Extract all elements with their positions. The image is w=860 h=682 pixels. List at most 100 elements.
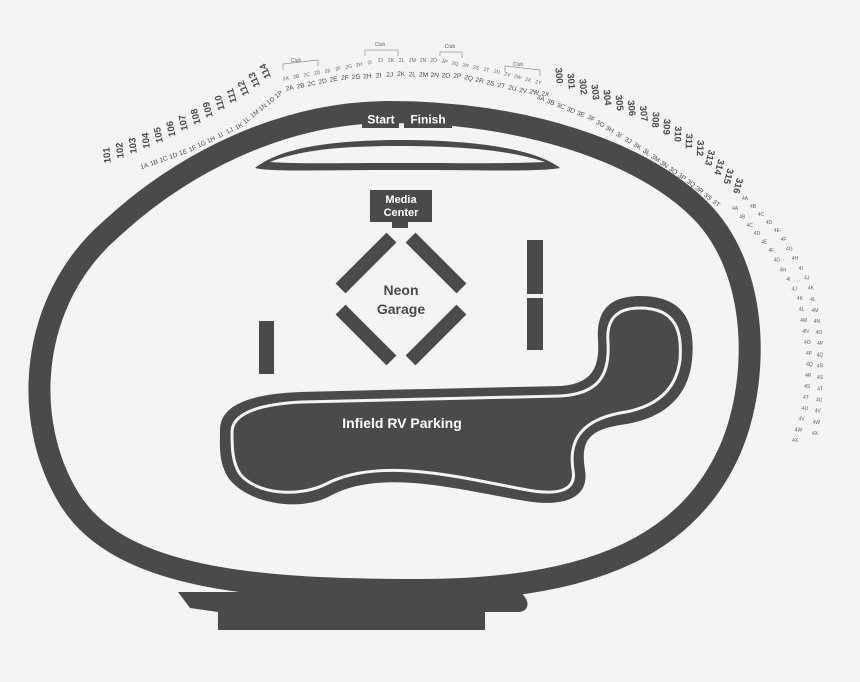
seat-section-2b-row2[interactable]: 2B [296, 82, 305, 90]
seat-section-2o-row2[interactable]: 2O [442, 72, 451, 79]
seat-section-2b-row2u[interactable]: 2B [293, 73, 301, 80]
seat-section-4n-outer[interactable]: 4N [814, 319, 821, 325]
seat-section-3s-row3[interactable]: 3S [702, 192, 713, 203]
seat-section-3j-row3[interactable]: 3J [623, 136, 632, 146]
seat-section-2l-row2[interactable]: 2L [409, 71, 417, 78]
seat-section-314-outer[interactable]: 314 [711, 158, 726, 177]
seat-section-2l-row2u[interactable]: 2L [399, 58, 405, 64]
seat-section-4a-outer[interactable]: 4A [742, 196, 749, 202]
seat-section-4l-outer[interactable]: 4L [810, 297, 816, 303]
seat-section-2a-row2[interactable]: 2A [285, 84, 295, 93]
seat-section-2m-row2[interactable]: 2M [419, 72, 428, 79]
seat-section-2n-row2[interactable]: 2N [430, 72, 439, 79]
seat-section-2d-row2u[interactable]: 2D [314, 70, 322, 77]
seat-section-4e-inner[interactable]: 4E [761, 240, 768, 246]
seat-section-2i-row2u[interactable]: 2I [367, 60, 372, 67]
seat-section-4w-outer[interactable]: 4W [813, 420, 821, 426]
seat-section-4c-outer[interactable]: 4C [758, 212, 765, 218]
seat-section-2f-row2[interactable]: 2F [341, 74, 349, 81]
seat-section-2c-row2[interactable]: 2C [307, 80, 317, 89]
seat-section-3a-row3[interactable]: 3A [536, 94, 547, 104]
seat-section-4t-inner[interactable]: 4T [803, 395, 809, 401]
seat-section-1m-lower[interactable]: 1M [249, 109, 260, 120]
seat-section-108-outer[interactable]: 108 [189, 107, 204, 125]
seat-section-1l-lower[interactable]: 1L [242, 115, 252, 125]
seat-section-4u-outer[interactable]: 4U [816, 398, 823, 404]
seat-section-1d-lower[interactable]: 1D [169, 151, 179, 160]
seat-section-4i-outer[interactable]: 4I [799, 266, 803, 272]
seat-section-1c-lower[interactable]: 1C [159, 155, 169, 164]
seat-section-109-outer[interactable]: 109 [201, 100, 216, 118]
infield-rv-parking[interactable] [219, 296, 693, 505]
seat-section-2r-row2[interactable]: 2R [475, 77, 485, 86]
seat-section-2v-row2u[interactable]: 2V [504, 71, 512, 79]
seat-section-4x-inner[interactable]: 4X [792, 438, 799, 444]
seat-section-103-outer[interactable]: 103 [127, 137, 139, 154]
seat-section-2j-row2[interactable]: 2J [386, 71, 393, 78]
seat-section-4b-inner[interactable]: 4B [739, 214, 746, 220]
seat-section-1o-lower[interactable]: 1O [265, 96, 276, 107]
seat-section-3l-row3[interactable]: 3L [641, 148, 651, 158]
seat-section-4m-outer[interactable]: 4M [811, 308, 818, 314]
seat-section-2h-row2[interactable]: 2H [363, 73, 372, 81]
seat-section-4d-inner[interactable]: 4D [754, 231, 761, 237]
seat-section-4v-inner[interactable]: 4V [799, 417, 806, 423]
seat-section-2w-row2[interactable]: 2W [529, 88, 541, 97]
seat-section-309-outer[interactable]: 309 [660, 119, 672, 135]
seat-section-2q-row2u[interactable]: 2Q [451, 60, 459, 67]
seat-section-301-outer[interactable]: 301 [564, 73, 577, 91]
seat-section-3f-row3[interactable]: 3F [586, 114, 596, 124]
seat-section-3i-row3[interactable]: 3I [615, 131, 623, 140]
seat-section-102-outer[interactable]: 102 [114, 142, 126, 159]
seat-section-2p-row2u[interactable]: 2P [441, 58, 449, 65]
seat-section-4q-outer[interactable]: 4Q [817, 353, 824, 359]
seat-section-4b-outer[interactable]: 4B [750, 204, 757, 210]
seat-section-4j-outer[interactable]: 4J [804, 276, 810, 282]
seat-section-2e-row2u[interactable]: 2E [324, 68, 332, 75]
seat-section-2p-row2[interactable]: 2P [453, 73, 461, 80]
seat-section-4a-inner[interactable]: 4A [732, 206, 739, 212]
seat-section-308-outer[interactable]: 308 [649, 112, 661, 128]
seat-section-305-outer[interactable]: 305 [612, 94, 625, 112]
seat-section-311-outer[interactable]: 311 [683, 133, 695, 150]
seat-section-4q-inner[interactable]: 4Q [806, 362, 813, 368]
seat-section-4f-inner[interactable]: 4F [768, 248, 774, 254]
seat-section-106-outer[interactable]: 106 [165, 120, 179, 138]
seat-section-107-outer[interactable]: 107 [177, 114, 191, 132]
seat-section-2x-row2[interactable]: 2X [541, 90, 551, 98]
seat-section-3p-row3[interactable]: 3P [676, 172, 687, 182]
seat-section-2g-row2[interactable]: 2G [352, 74, 361, 82]
seat-section-4r-outer[interactable]: 4R [817, 364, 824, 370]
seat-section-3k-row3[interactable]: 3K [632, 142, 643, 152]
seat-section-4p-outer[interactable]: 4P [817, 341, 824, 347]
seat-section-3c-row3[interactable]: 3C [555, 102, 566, 112]
seat-section-2u-row2u[interactable]: 2U [493, 69, 501, 76]
seat-section-2j-row2u[interactable]: 2J [378, 58, 384, 64]
seat-section-1p-lower[interactable]: 1P [274, 90, 285, 100]
seat-section-4e-outer[interactable]: 4E [774, 228, 781, 234]
seat-section-4g-inner[interactable]: 4G [774, 258, 781, 264]
seat-section-3d-row3[interactable]: 3D [565, 106, 576, 116]
seat-section-4v-outer[interactable]: 4V [815, 409, 822, 415]
seat-section-2a-row2u[interactable]: 2A [282, 75, 290, 82]
seat-section-2n-row2u[interactable]: 2N [420, 58, 427, 64]
seat-section-3m-row3[interactable]: 3M [649, 153, 660, 164]
seat-section-1f-lower[interactable]: 1F [188, 144, 198, 154]
neon-garage[interactable] [335, 232, 467, 366]
seat-section-3r-row3[interactable]: 3R [694, 185, 705, 196]
seat-section-3g-row3[interactable]: 3G [595, 119, 606, 129]
seat-section-303-outer[interactable]: 303 [588, 84, 600, 101]
seat-section-110-outer[interactable]: 110 [213, 94, 228, 112]
seat-section-310-outer[interactable]: 310 [671, 126, 683, 142]
seat-section-4l-inner[interactable]: 4L [799, 307, 805, 313]
seat-section-3e-row3[interactable]: 3E [576, 110, 587, 120]
seat-section-4t-outer[interactable]: 4T [817, 386, 823, 392]
seat-section-2m-row2u[interactable]: 2M [409, 58, 416, 64]
seat-section-1g-lower[interactable]: 1G [197, 140, 208, 150]
seat-section-4r-inner[interactable]: 4R [805, 373, 812, 379]
seat-section-4f-outer[interactable]: 4F [781, 237, 787, 243]
seat-section-1i-lower[interactable]: 1I [217, 131, 225, 140]
seat-section-4k-outer[interactable]: 4K [808, 286, 815, 292]
seat-section-4i-inner[interactable]: 4I [786, 277, 790, 283]
seat-section-4c-inner[interactable]: 4C [746, 223, 753, 229]
